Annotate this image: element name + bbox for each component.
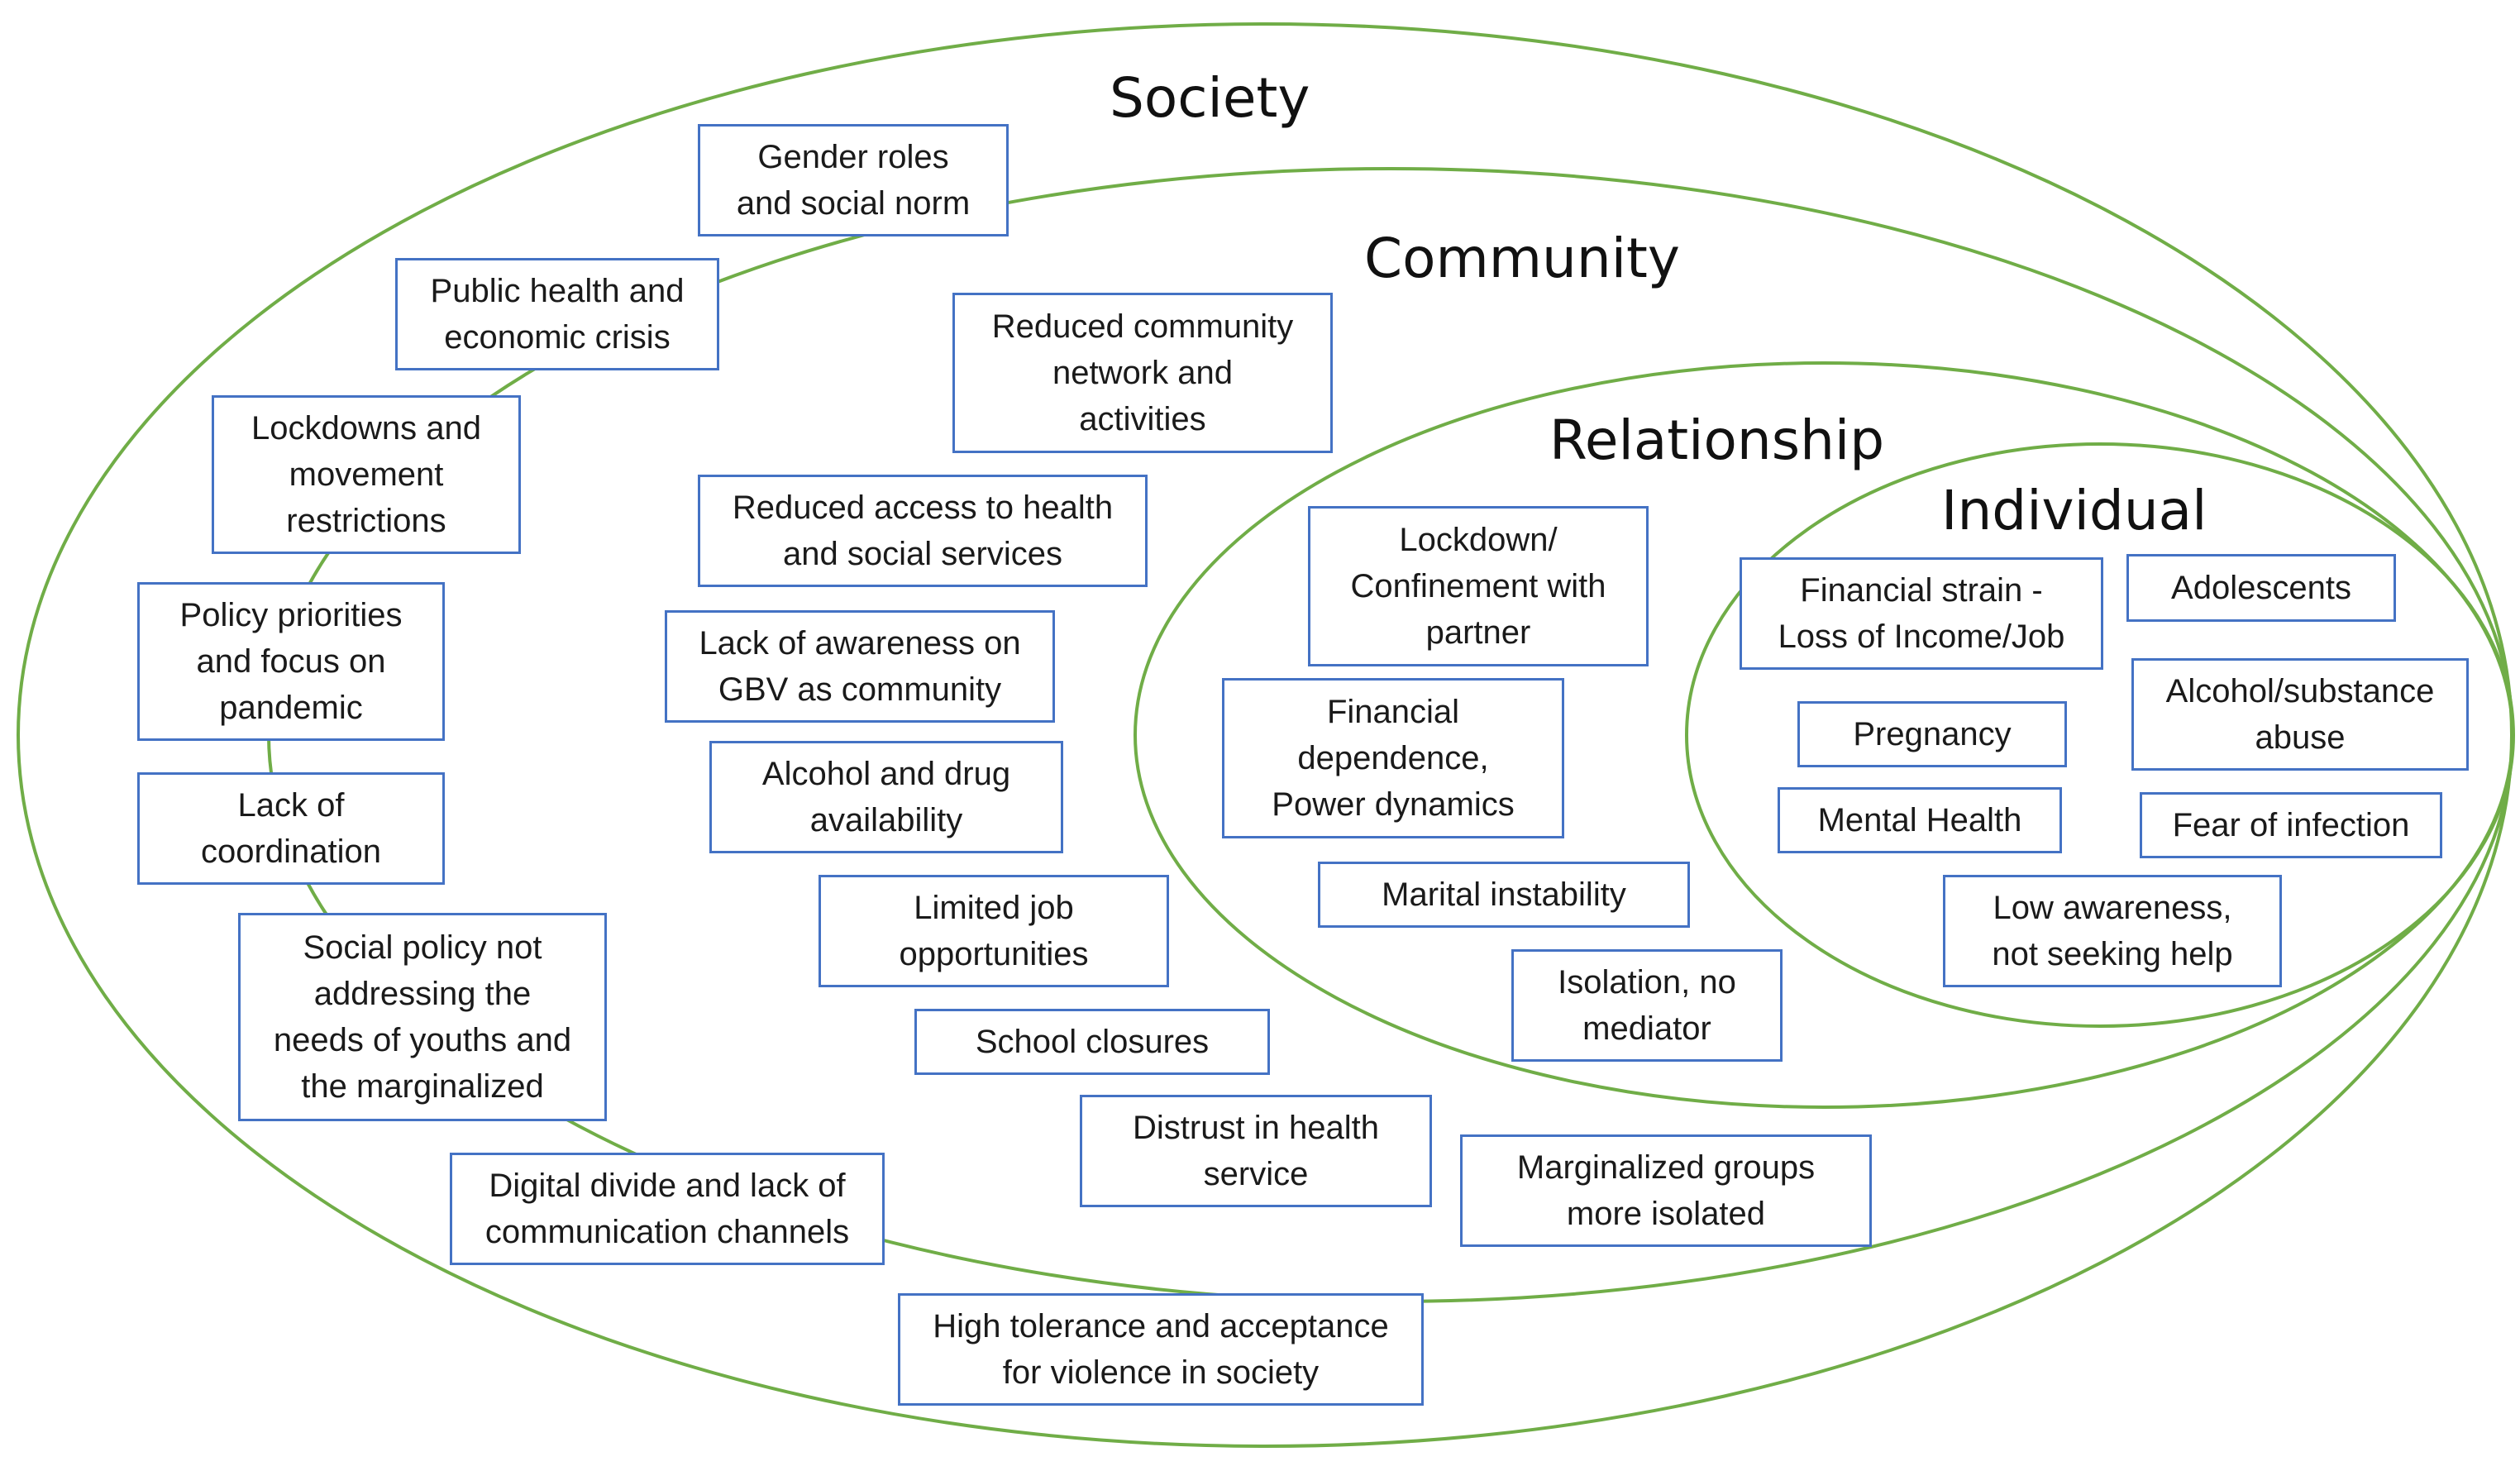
factor-school-closures: School closures bbox=[914, 1009, 1270, 1075]
factor-gender-roles: Gender roles and social norm bbox=[698, 124, 1009, 236]
factor-isolation-no-mediator: Isolation, no mediator bbox=[1511, 949, 1783, 1062]
factor-lack-of-coordination: Lack of coordination bbox=[137, 772, 445, 885]
factor-tolerance-of-violence: High tolerance and acceptance for violen… bbox=[898, 1293, 1424, 1406]
factor-mental-health: Mental Health bbox=[1778, 787, 2062, 853]
factor-reduced-community-network: Reduced community network and activities bbox=[952, 293, 1333, 453]
factor-public-health-crisis: Public health and economic crisis bbox=[395, 258, 719, 370]
individual-title: Individual bbox=[1941, 479, 2207, 542]
factor-fear-of-infection: Fear of infection bbox=[2140, 792, 2442, 858]
factor-lack-of-awareness-gbv: Lack of awareness on GBV as community bbox=[665, 610, 1055, 723]
community-title: Community bbox=[1364, 227, 1680, 290]
factor-financial-strain: Financial strain - Loss of Income/Job bbox=[1740, 557, 2103, 670]
factor-limited-job-opportunities: Limited job opportunities bbox=[819, 875, 1169, 987]
factor-adolescents: Adolescents bbox=[2126, 554, 2396, 622]
factor-reduced-access-services: Reduced access to health and social serv… bbox=[698, 475, 1148, 587]
relationship-title: Relationship bbox=[1549, 408, 1885, 472]
factor-alcohol-drug-availability: Alcohol and drug availability bbox=[709, 741, 1063, 853]
individual-ring bbox=[1685, 442, 2515, 1028]
factor-marginalized-groups: Marginalized groups more isolated bbox=[1460, 1134, 1872, 1247]
factor-marital-instability: Marital instability bbox=[1318, 862, 1690, 928]
factor-social-policy: Social policy not addressing the needs o… bbox=[238, 913, 607, 1121]
factor-low-awareness: Low awareness, not seeking help bbox=[1943, 875, 2282, 987]
factor-alcohol-substance-abuse: Alcohol/substance abuse bbox=[2131, 658, 2469, 771]
factor-pregnancy: Pregnancy bbox=[1797, 701, 2067, 767]
factor-distrust-health-service: Distrust in health service bbox=[1080, 1095, 1432, 1207]
society-title: Society bbox=[1110, 66, 1310, 130]
factor-financial-dependence: Financial dependence, Power dynamics bbox=[1222, 678, 1564, 838]
factor-confinement-with-partner: Lockdown/ Confinement with partner bbox=[1308, 506, 1649, 666]
factor-lockdowns: Lockdowns and movement restrictions bbox=[212, 395, 521, 554]
factor-digital-divide: Digital divide and lack of communication… bbox=[450, 1153, 885, 1265]
factor-policy-priorities: Policy priorities and focus on pandemic bbox=[137, 582, 445, 741]
